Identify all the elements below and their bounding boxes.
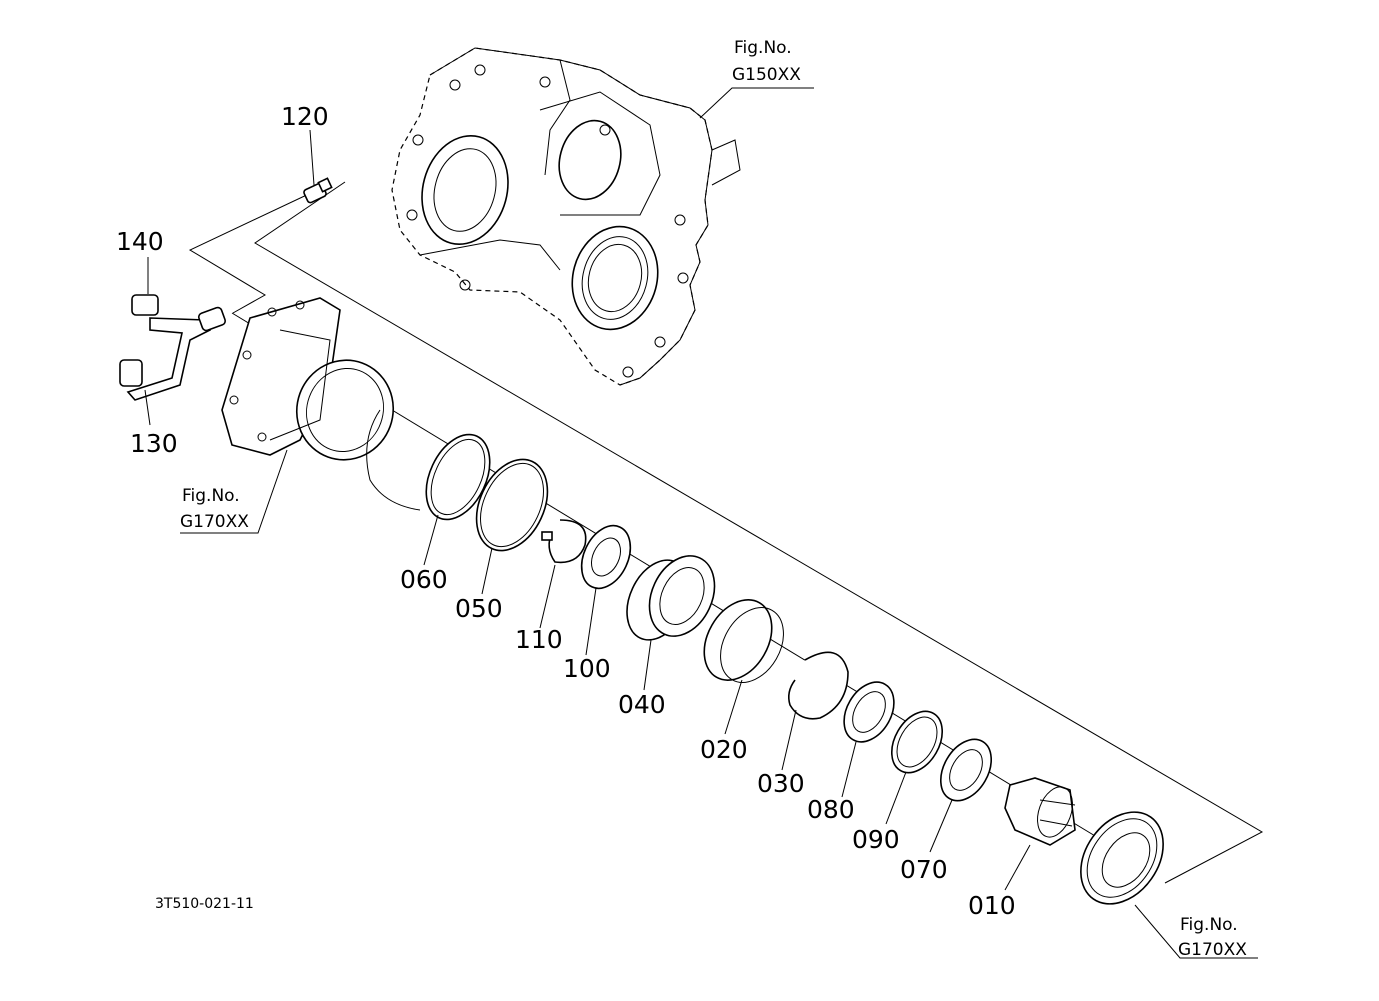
part-020-spring: 020 [700, 599, 784, 764]
reference-left-line1: Fig.No. [182, 486, 240, 506]
part-090-seal: 090 [852, 710, 944, 854]
callout-030: 030 [757, 769, 805, 798]
part-010-castle-nut: 010 [968, 777, 1076, 920]
callout-010: 010 [968, 891, 1016, 920]
reference-top: Fig.No. G150XX [699, 38, 814, 119]
callout-110: 110 [515, 625, 563, 654]
callout-040: 040 [618, 690, 666, 719]
assembly-bracket-lines [188, 181, 1264, 884]
callout-080: 080 [807, 795, 855, 824]
callout-020: 020 [700, 735, 748, 764]
transmission-case [391, 47, 741, 386]
callout-120: 120 [281, 102, 329, 131]
reference-bottom-right-line1: Fig.No. [1180, 915, 1238, 935]
callout-070: 070 [900, 855, 948, 884]
diagram-code: 3T510-021-11 [155, 896, 254, 912]
part-030-circlip: 030 [757, 651, 849, 798]
callout-050: 050 [455, 594, 503, 623]
callout-130: 130 [130, 429, 178, 458]
reference-top-line1: Fig.No. [734, 38, 792, 58]
part-080-washer: 080 [807, 681, 895, 824]
callout-100: 100 [563, 654, 611, 683]
reference-top-line2: G150XX [732, 65, 801, 85]
part-100-washer: 100 [563, 524, 632, 683]
callout-090: 090 [852, 825, 900, 854]
part-110-snap-ring: 110 [515, 519, 587, 654]
part-060-ring: 060 [400, 433, 491, 594]
bearing-housing: Fig.No. G170XX [180, 297, 421, 534]
callout-060: 060 [400, 565, 448, 594]
bearing-part: Fig.No. G170XX [1080, 811, 1258, 960]
part-040-collar: 040 [618, 555, 716, 719]
reference-bottom-right-line2: G170XX [1178, 940, 1247, 960]
callout-140: 140 [116, 227, 164, 256]
reference-left-line2: G170XX [180, 512, 249, 532]
part-130-pipe: 140 130 [116, 227, 227, 458]
part-120-fitting: 120 [281, 102, 333, 204]
part-070-washer: 070 [900, 738, 993, 884]
part-050-ring: 050 [455, 458, 549, 623]
